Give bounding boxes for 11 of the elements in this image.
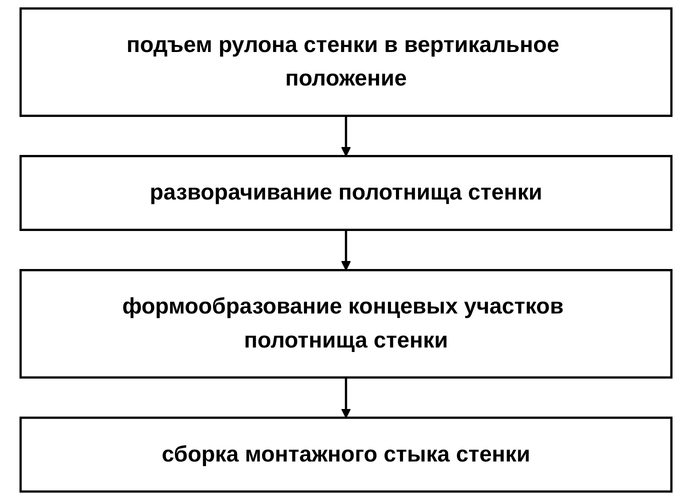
arrow — [341, 377, 351, 418]
process-box — [20, 416, 672, 493]
arrow — [341, 230, 351, 271]
process-box — [20, 269, 672, 379]
arrow — [341, 116, 351, 157]
step-text: сборка монтажного стыка стенки — [162, 441, 530, 469]
step-text: разворачивание полотнища стенки — [150, 180, 542, 208]
step-text: формообразование концевых участков полотнища стенки — [121, 294, 565, 355]
process-box — [20, 7, 672, 117]
step-text: подъем рулона стенки в вертикальное положение — [125, 32, 560, 94]
process-box — [20, 154, 672, 231]
